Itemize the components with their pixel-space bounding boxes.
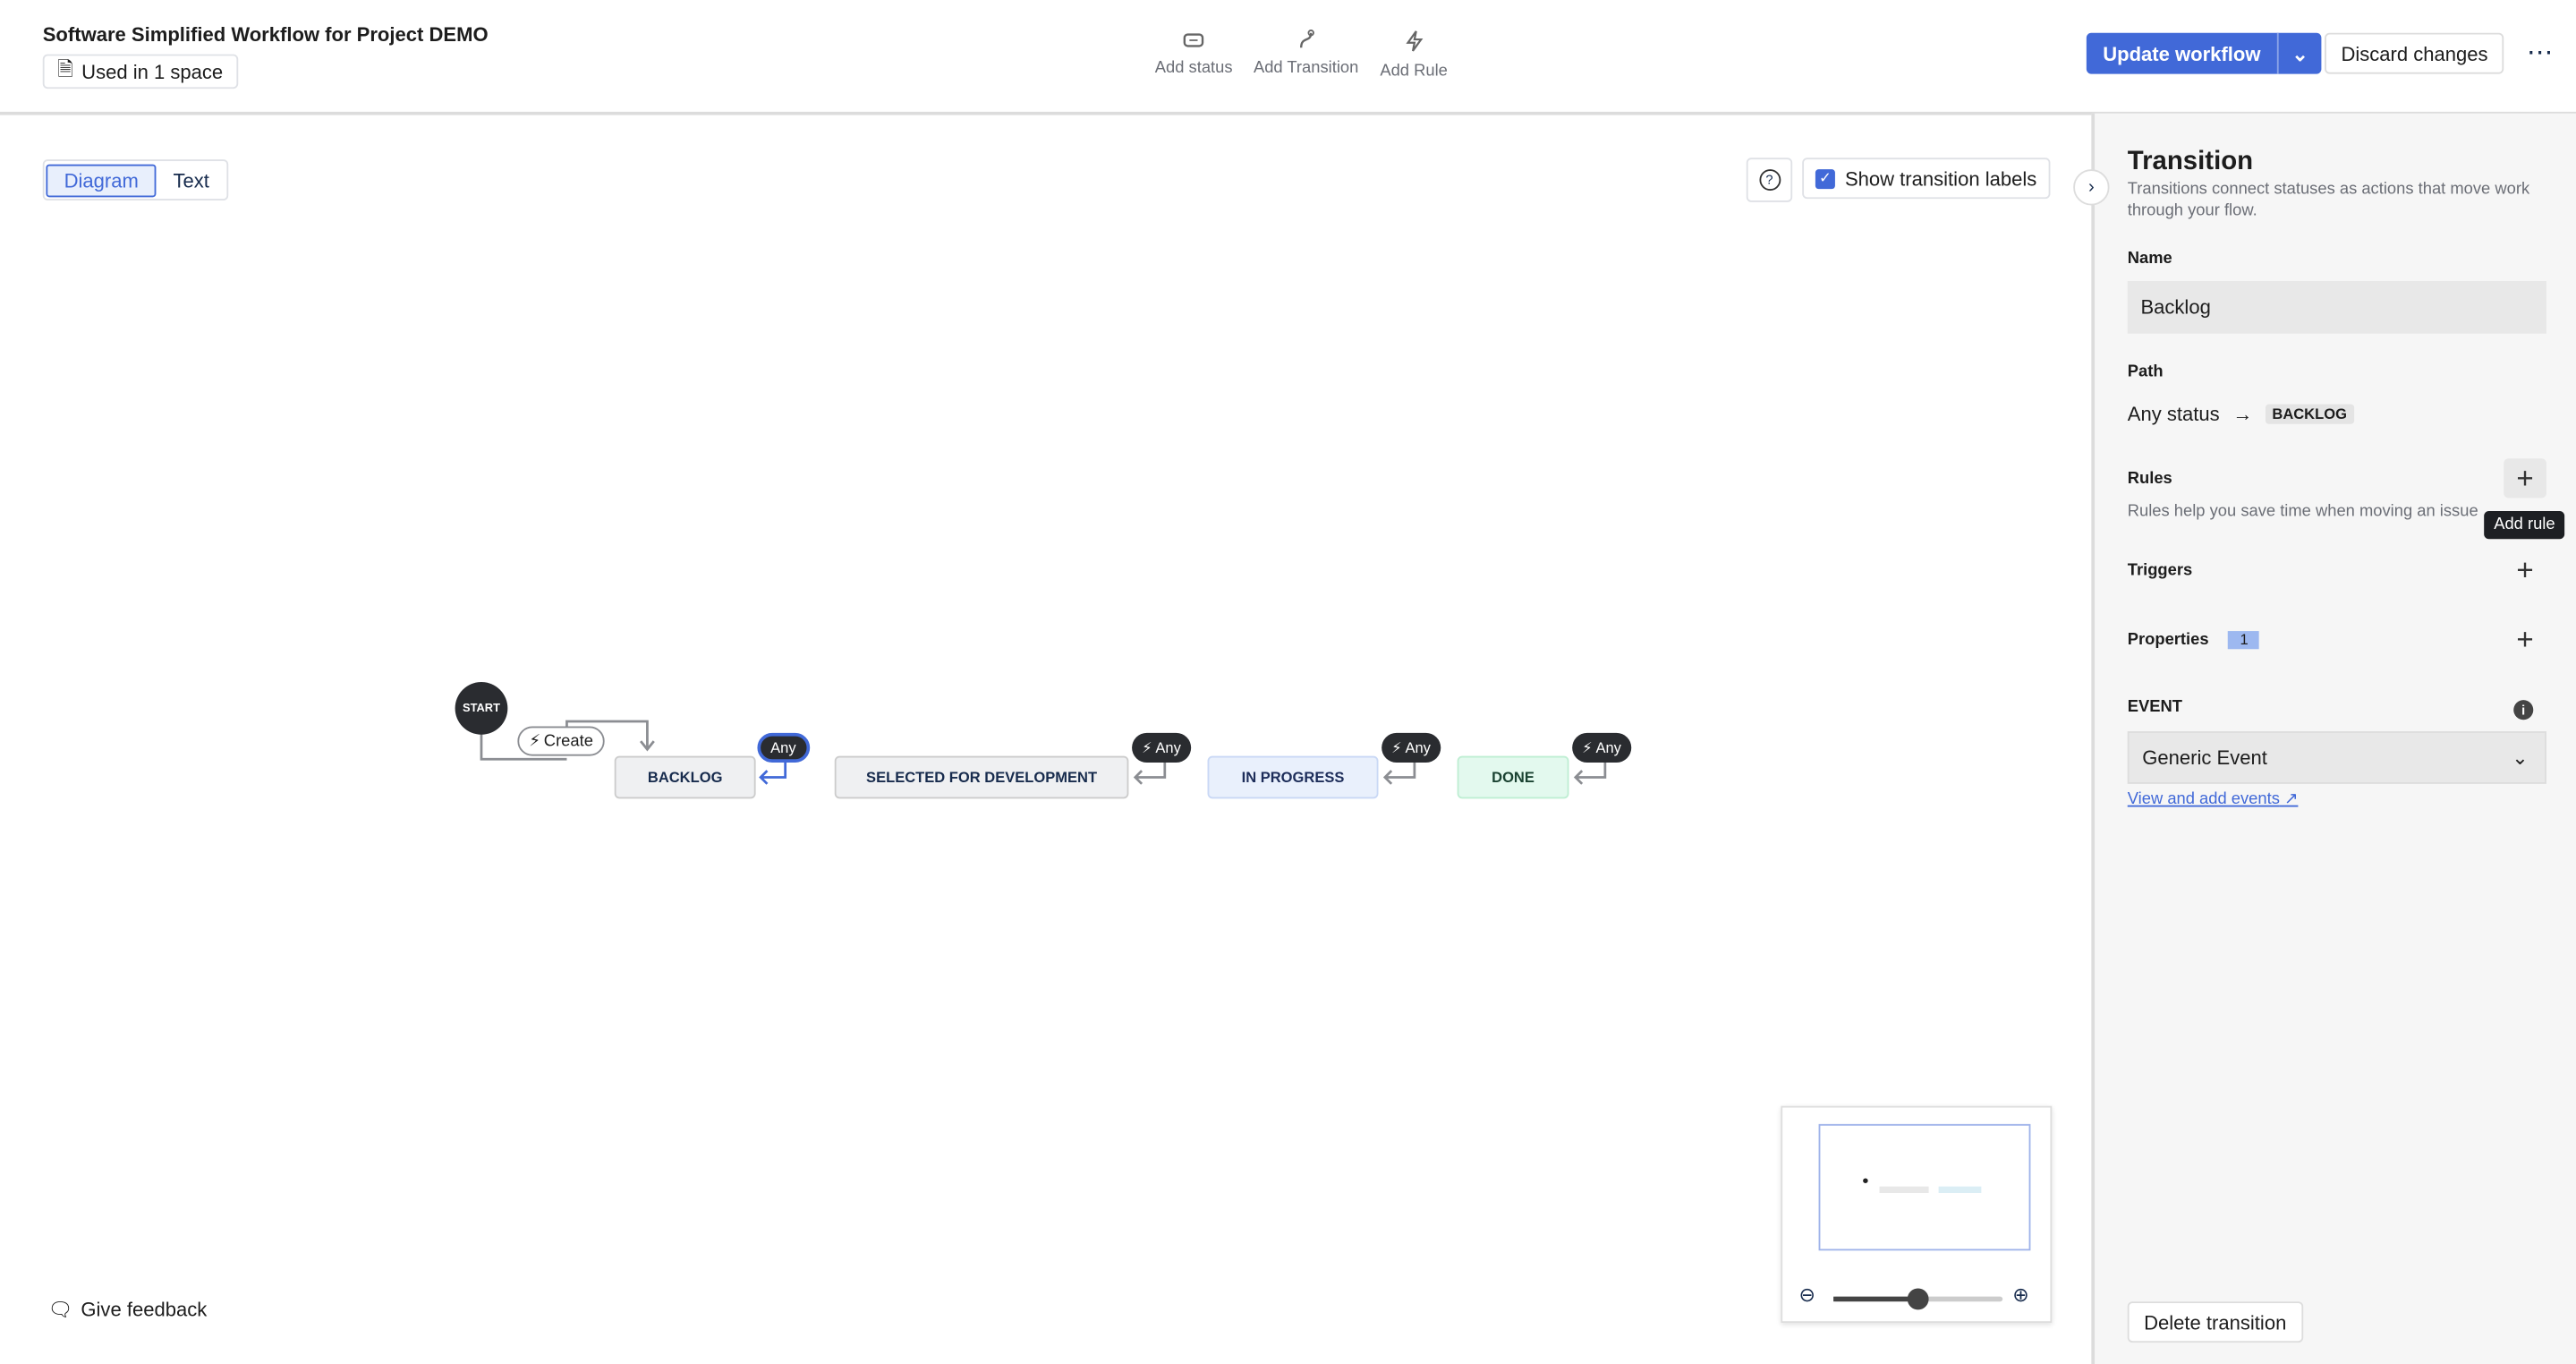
delete-transition-button[interactable]: Delete transition: [2127, 1301, 2303, 1343]
path-from: Any status: [2127, 402, 2220, 426]
add-rule-plus-button[interactable]: +: [2504, 458, 2546, 499]
properties-label: Properties: [2127, 631, 2209, 650]
chevron-right-icon: ›: [2087, 177, 2095, 198]
rules-label: Rules: [2127, 470, 2172, 489]
view-toggle: Diagram Text: [42, 159, 229, 201]
event-label: EVENT: [2127, 698, 2182, 717]
zoom-slider[interactable]: [1833, 1288, 2003, 1310]
zoom-in-icon[interactable]: ⊕: [2012, 1283, 2029, 1307]
any-transition-in-progress[interactable]: ⚡︎Any: [1382, 732, 1441, 763]
start-connector: [480, 731, 567, 761]
any-connector-selected: [1133, 762, 1167, 785]
triggers-label: Triggers: [2127, 561, 2193, 581]
arrow-right-icon: →: [2232, 402, 2253, 426]
lightning-icon: [1405, 30, 1423, 52]
any-transition-backlog[interactable]: Any: [757, 732, 810, 763]
view-events-link[interactable]: View and add events ↗: [2128, 790, 2299, 808]
any-transition-selected[interactable]: ⚡︎Any: [1132, 732, 1191, 763]
path-to-badge: BACKLOG: [2266, 404, 2354, 424]
transition-icon: [1299, 30, 1314, 48]
tab-text[interactable]: Text: [173, 168, 209, 192]
show-labels-text: Show transition labels: [1844, 166, 2037, 191]
show-transition-labels-checkbox[interactable]: ✓ Show transition labels: [1802, 158, 2050, 200]
add-property-button[interactable]: +: [2516, 621, 2534, 655]
update-workflow-button[interactable]: Update workflow ⌄: [2086, 32, 2322, 74]
help-button[interactable]: ?: [1746, 158, 1793, 202]
status-selected-for-development[interactable]: SELECTED FOR DEVELOPMENT: [834, 755, 1129, 799]
add-transition-button[interactable]: Add Transition: [1254, 30, 1358, 77]
event-select[interactable]: Generic Event ⌄: [2127, 731, 2546, 784]
update-workflow-label: Update workflow: [2103, 41, 2261, 65]
external-link-icon: ↗: [2284, 790, 2299, 809]
any-transition-done[interactable]: ⚡︎Any: [1572, 732, 1631, 763]
used-in-spaces-button[interactable]: 🗎 Used in 1 space: [42, 54, 238, 90]
minimap: ⊖ ⊕: [1781, 1105, 2053, 1324]
panel-title: Transition: [2127, 148, 2254, 176]
diagram-connectors: [480, 720, 1607, 785]
properties-count-badge: 1: [2228, 631, 2260, 650]
info-icon[interactable]: i: [2513, 700, 2534, 720]
feedback-icon: 🗨︎: [47, 1298, 73, 1322]
add-rule-button[interactable]: Add Rule: [1380, 30, 1448, 81]
lightning-icon: ⚡︎: [1142, 738, 1152, 755]
header: Software Simplified Workflow for Project…: [0, 0, 2576, 115]
more-icon[interactable]: ⋯: [2526, 39, 2554, 68]
give-feedback-link[interactable]: 🗨︎ Give feedback: [47, 1299, 207, 1322]
add-transition-label: Add Transition: [1253, 59, 1359, 78]
used-in-label: Used in 1 space: [81, 60, 224, 83]
lightning-icon: ⚡︎: [529, 731, 541, 751]
chevron-down-icon: ⌄: [2512, 746, 2529, 770]
status-in-progress[interactable]: IN PROGRESS: [1207, 755, 1379, 799]
chevron-down-icon[interactable]: ⌄: [2276, 32, 2322, 74]
minimap-viewport[interactable]: [1818, 1123, 2031, 1251]
status-backlog[interactable]: BACKLOG: [614, 755, 756, 799]
collapse-panel-button[interactable]: ›: [2073, 169, 2110, 206]
lightning-icon: ⚡︎: [1391, 738, 1402, 755]
any-label: Any: [1405, 739, 1431, 756]
create-label: Create: [543, 731, 593, 751]
any-label: Any: [1595, 739, 1621, 756]
any-connector-done: [1573, 762, 1607, 785]
status-icon: [1182, 33, 1203, 47]
any-connector-inprogress: [1382, 762, 1416, 785]
event-value: Generic Event: [2142, 746, 2267, 770]
help-icon: ?: [1758, 169, 1781, 191]
create-transition[interactable]: ⚡︎Create: [517, 726, 605, 756]
panel-description: Transitions connect statuses as actions …: [2127, 180, 2530, 221]
any-connector-backlog: [759, 762, 787, 785]
view-events-label: View and add events: [2127, 790, 2280, 809]
checkbox-checked-icon: ✓: [1815, 168, 1835, 189]
rules-description: Rules help you save time when moving an …: [2127, 502, 2478, 522]
add-status-label: Add status: [1154, 59, 1233, 78]
status-done[interactable]: DONE: [1457, 755, 1569, 799]
any-label: Any: [770, 739, 796, 756]
discard-changes-button[interactable]: Discard changes: [2325, 32, 2504, 74]
path-label: Path: [2127, 362, 2164, 381]
name-input[interactable]: Backlog: [2127, 280, 2546, 334]
lightning-icon: ⚡︎: [1582, 738, 1593, 755]
start-node[interactable]: START: [455, 681, 508, 735]
path-row: Any status → BACKLOG: [2128, 403, 2354, 426]
add-rule-label: Add Rule: [1380, 62, 1448, 81]
name-label: Name: [2127, 250, 2172, 269]
create-connector: [565, 720, 649, 748]
properties-row: Properties 1: [2127, 631, 2260, 650]
add-rule-tooltip: Add rule: [2484, 511, 2565, 540]
workflow-title: Software Simplified Workflow for Project…: [42, 22, 489, 47]
add-trigger-button[interactable]: +: [2516, 552, 2534, 586]
transition-panel: Transition Transitions connect statuses …: [2091, 113, 2576, 1364]
any-label: Any: [1155, 739, 1181, 756]
document-icon: 🗎: [57, 57, 73, 81]
zoom-out-icon[interactable]: ⊖: [1798, 1283, 1816, 1307]
feedback-label: Give feedback: [81, 1298, 208, 1322]
tab-diagram[interactable]: Diagram: [46, 163, 157, 197]
add-status-button[interactable]: Add status: [1155, 30, 1233, 77]
